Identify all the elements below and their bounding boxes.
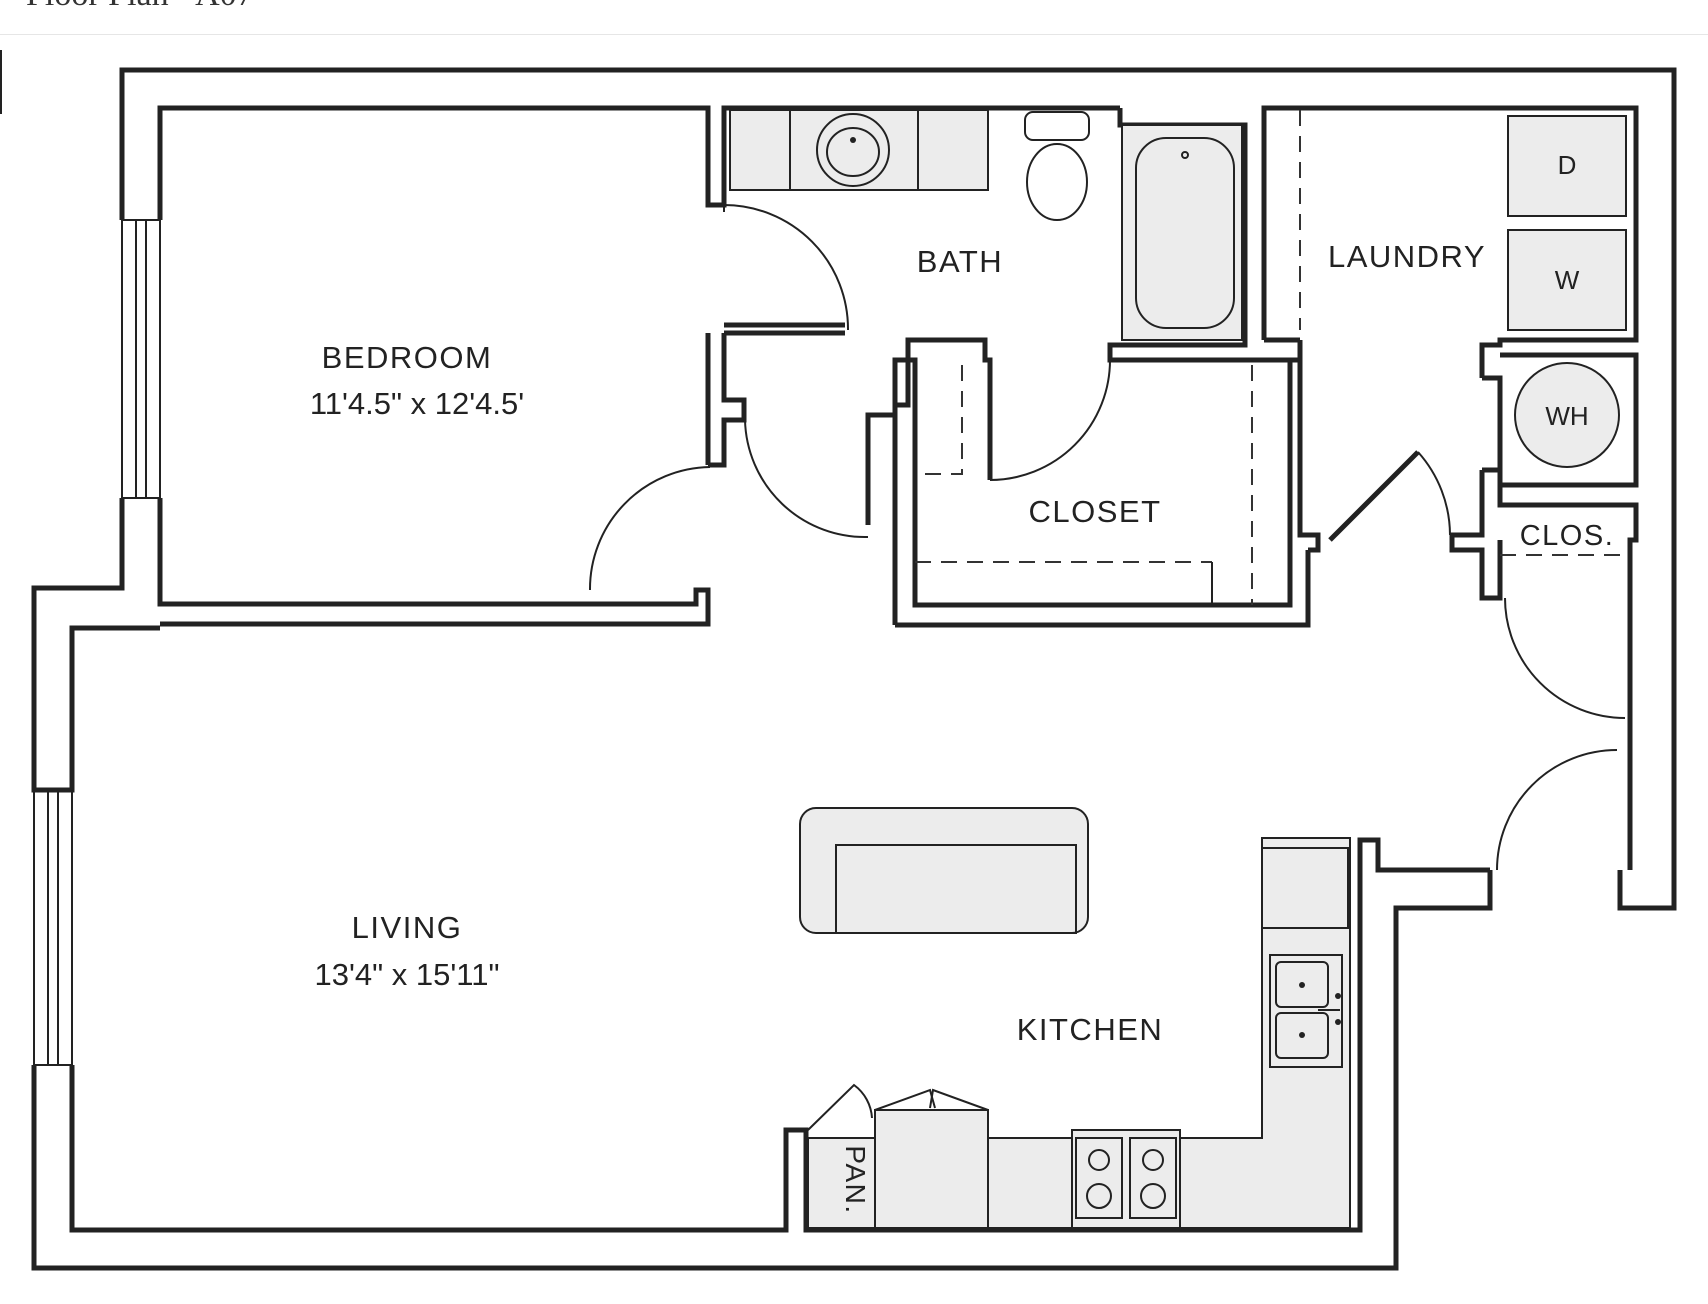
header-band: Floor Plan - A07	[0, 0, 1708, 35]
bedroom-walls	[157, 108, 845, 627]
left-edge-bar	[0, 50, 2, 114]
laundry-walls	[1261, 105, 1639, 601]
kitchen-counter	[807, 837, 1351, 1229]
toilet-icon	[1024, 111, 1090, 221]
cooktop-icon	[1071, 1129, 1181, 1229]
bedroom-dimensions: 11'4.5" x 12'4.5'	[310, 386, 524, 421]
laundry-doors	[1417, 451, 1626, 871]
washer-label: W	[1555, 265, 1580, 295]
dryer	[1507, 115, 1627, 217]
living-window	[33, 790, 73, 1066]
laundry-label: LAUNDRY	[1328, 239, 1486, 274]
bedroom-label: BEDROOM	[322, 340, 493, 375]
kitchen-island	[799, 807, 1089, 934]
living-dimensions: 13'4" x 15'11"	[315, 957, 500, 992]
closet-dashes	[915, 365, 1253, 605]
vanity	[729, 109, 989, 191]
kitchen-sink-icon	[1269, 954, 1343, 1068]
water-heater	[1514, 362, 1620, 468]
washer	[1507, 229, 1627, 331]
bath-doors	[723, 203, 1111, 539]
dryer-label: D	[1558, 150, 1577, 180]
bathtub-icon	[1121, 124, 1243, 341]
page-title: Floor Plan - A07	[26, 0, 254, 14]
pantry-label: PAN.	[840, 1145, 871, 1214]
bath-label: BATH	[917, 244, 1003, 279]
clos-label: CLOS.	[1520, 520, 1615, 552]
closet-label: CLOSET	[1028, 494, 1161, 529]
sink-icon	[816, 113, 890, 187]
kitchen-label: KITCHEN	[1017, 1012, 1164, 1047]
water-heater-label: WH	[1545, 401, 1588, 431]
bedroom-window	[121, 219, 161, 499]
living-label: LIVING	[352, 910, 463, 945]
bedroom-door	[588, 466, 711, 591]
